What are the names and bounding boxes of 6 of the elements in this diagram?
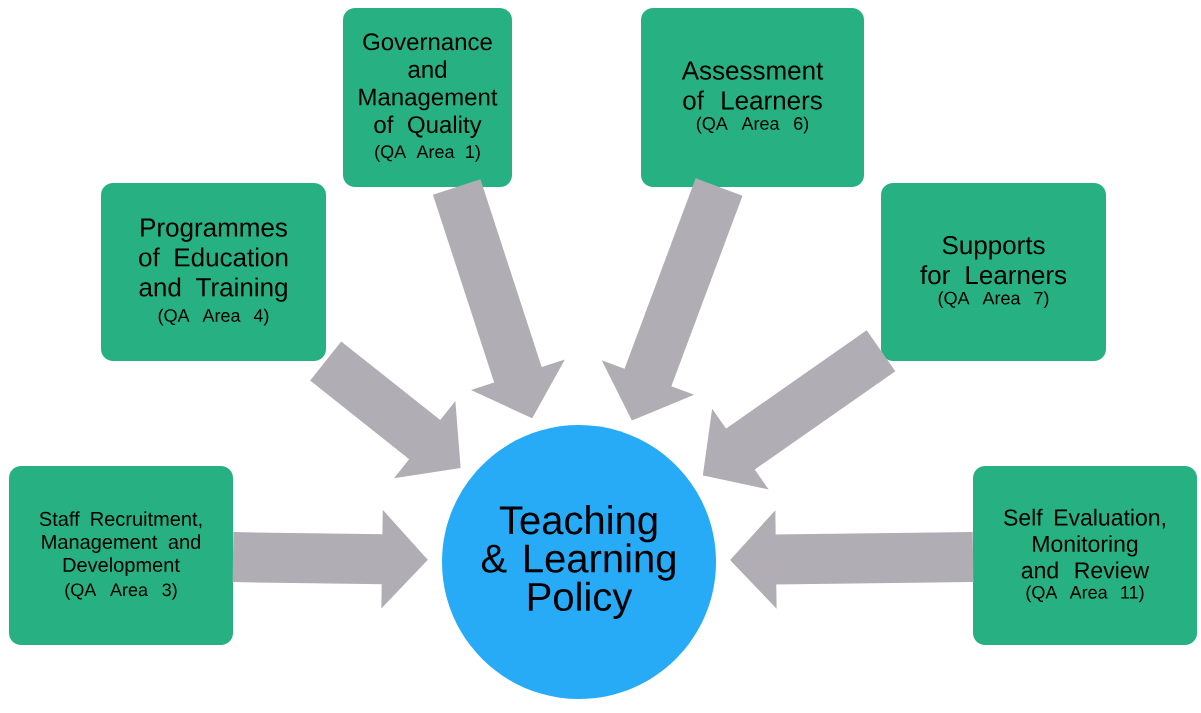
process-box: Programmes of Education and Training (QA Area 4): [101, 183, 326, 361]
process-box: Self Evaluation, Monitoring and Review (QA Area 11): [973, 466, 1197, 645]
process-box: Governance and Management of Quality (QA Area 1): [343, 8, 512, 187]
process-box: Staff Recruitment, Management and Development (QA Area 3): [9, 466, 233, 645]
process-box: Supports for Learners (QA Area 7): [881, 183, 1106, 361]
process-box: Assessment of Learners (QA Area 6): [641, 8, 864, 187]
